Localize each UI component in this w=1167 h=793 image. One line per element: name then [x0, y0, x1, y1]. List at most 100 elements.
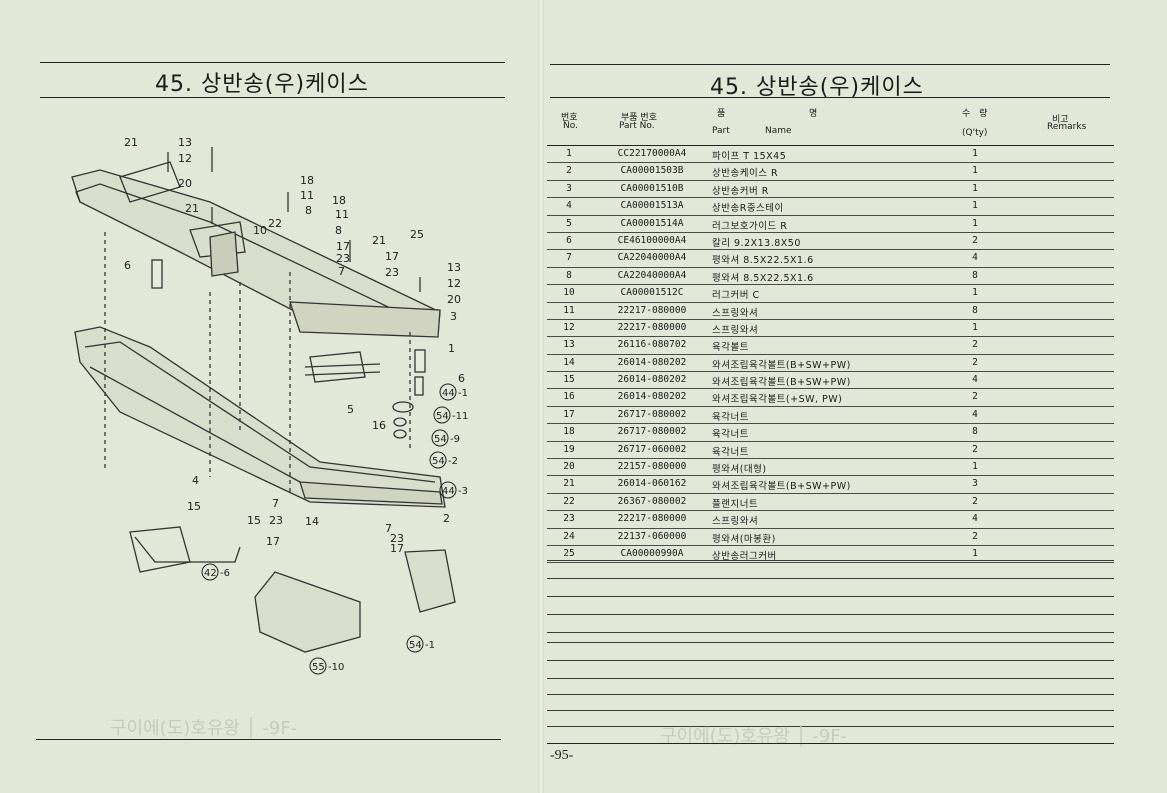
row-part-name: 플랜지너트	[712, 498, 759, 510]
row-number: 23	[563, 513, 575, 525]
row-part-number: 22217-080000	[617, 321, 687, 333]
row-part-name: 상반송케이스 R	[712, 168, 779, 180]
svg-text:55: 55	[312, 662, 325, 673]
row-part-number: CE46100000A4	[617, 234, 687, 246]
row-number: 5	[566, 217, 572, 229]
svg-text:4: 4	[192, 474, 199, 487]
svg-text:12: 12	[447, 277, 461, 290]
title-rule-bottom	[550, 97, 1110, 98]
svg-text:20: 20	[178, 177, 192, 190]
row-part-name: 육각너트	[712, 411, 749, 423]
row-number: 3	[566, 182, 572, 194]
row-part-name: 파이프 T 15X45	[712, 151, 787, 162]
row-quantity: 8	[972, 426, 978, 438]
svg-text:23: 23	[385, 266, 399, 279]
row-quantity: 3	[972, 478, 978, 490]
row-number: 7	[566, 252, 572, 264]
row-number: 11	[563, 304, 575, 316]
svg-text:17: 17	[266, 535, 280, 548]
svg-text:21: 21	[124, 136, 138, 149]
empty-line	[547, 614, 1114, 615]
svg-text:-3: -3	[458, 486, 468, 497]
row-part-name: 스프링와셔	[712, 307, 759, 319]
svg-text:2: 2	[443, 512, 450, 525]
row-number: 19	[563, 443, 575, 455]
svg-text:7: 7	[272, 497, 279, 510]
svg-text:21: 21	[185, 202, 199, 215]
header-qty-en: (Q'ty)	[962, 128, 988, 138]
svg-text:-10: -10	[328, 662, 344, 673]
svg-text:44: 44	[442, 388, 455, 399]
row-part-number: CA00001512C	[620, 287, 684, 299]
header-part-no-en: Part No.	[619, 121, 655, 131]
empty-line	[547, 710, 1114, 711]
empty-line	[547, 660, 1114, 661]
row-part-number: CA00001513A	[620, 200, 684, 212]
row-part-name: 스프링와셔	[712, 324, 759, 336]
svg-text:-11: -11	[452, 411, 468, 422]
header-rule	[547, 145, 1114, 146]
row-part-number: CA00001514A	[620, 217, 684, 229]
row-quantity: 2	[972, 495, 978, 507]
svg-text:12: 12	[178, 152, 192, 165]
svg-text:-2: -2	[448, 456, 458, 467]
row-number: 18	[563, 426, 575, 438]
row-part-name: 러그보호가이드 R	[712, 220, 788, 232]
row-quantity: 1	[972, 287, 978, 299]
table-header: 번호 No. 부품 번호 Part No. 품 명 Part Name 수 량 …	[547, 98, 1114, 144]
svg-text:13: 13	[447, 261, 461, 274]
empty-line	[547, 632, 1114, 633]
row-quantity: 2	[972, 356, 978, 368]
svg-text:23: 23	[336, 252, 350, 265]
row-quantity: 1	[972, 182, 978, 194]
left-page: 45. 상반송(우)케이스	[0, 0, 540, 793]
row-part-name: 육각너트	[712, 446, 749, 458]
svg-text:-1: -1	[425, 640, 435, 651]
svg-text:54: 54	[432, 456, 445, 467]
row-quantity: 1	[972, 200, 978, 212]
empty-line	[547, 642, 1114, 643]
row-part-name: 평와셔 8.5X22.5X1.6	[712, 255, 814, 267]
svg-text:42: 42	[204, 568, 217, 579]
row-part-number: CA00001503B	[620, 165, 684, 177]
row-number: 8	[566, 269, 572, 281]
svg-text:7: 7	[385, 522, 392, 535]
svg-text:54: 54	[434, 434, 447, 445]
row-number: 16	[563, 391, 575, 403]
ghost-bleed-text: 구이에(도)호유왕 │ -9F-	[660, 726, 848, 747]
empty-line	[547, 596, 1114, 597]
row-quantity: 8	[972, 269, 978, 281]
page-number: -95-	[550, 748, 574, 763]
ghost-bleed-text: 구이에(도)호유왕 │ -9F-	[110, 718, 298, 739]
row-part-name: 와셔조립육각볼트(B+SW+PW)	[712, 359, 851, 371]
row-number: 21	[563, 478, 575, 490]
header-remarks-ko: 비고	[1052, 115, 1069, 125]
row-part-name: 상반송커버 R	[712, 185, 769, 197]
row-part-number: CA00000990A	[620, 547, 684, 559]
row-part-number: CA22040000A4	[617, 252, 687, 264]
row-part-number: 26014-080202	[617, 391, 687, 403]
row-quantity: 8	[972, 304, 978, 316]
row-part-name: 평와셔 8.5X22.5X1.6	[712, 272, 814, 284]
right-page: 45. 상반송(우)케이스 번호 No. 부품 번호 Part No. 품 명 …	[540, 0, 1167, 793]
row-part-name: 와셔조립육각볼트(+SW, PW)	[712, 394, 843, 406]
empty-line	[547, 560, 1114, 561]
row-part-name: 스프링와셔	[712, 516, 759, 528]
